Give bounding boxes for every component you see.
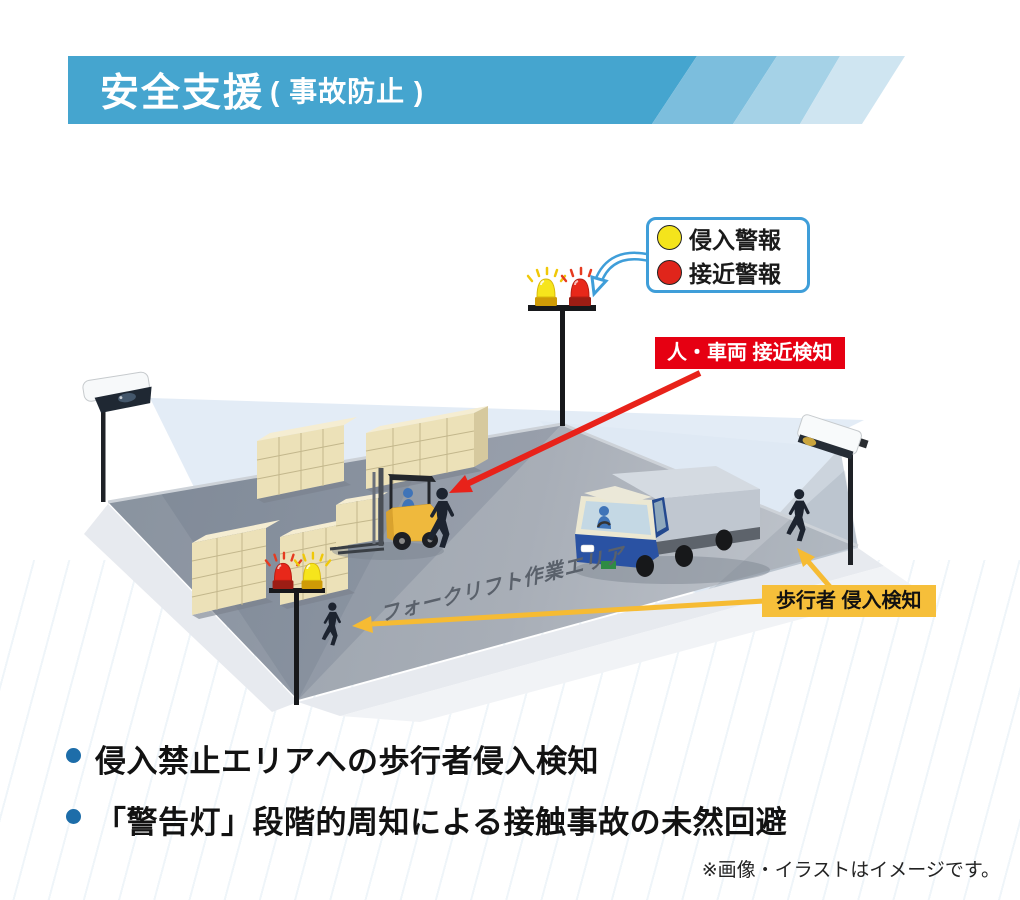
header-stripe-3: [800, 56, 905, 124]
approach-detection-label: 人・車両 接近検知: [655, 337, 845, 369]
truck-driver: [596, 506, 611, 529]
alarm-legend: 侵入警報 接近警報: [646, 217, 810, 293]
box-grid: [256, 429, 345, 495]
yellow-beacon-legend-icon: [657, 225, 682, 251]
legend-label: 侵入警報: [689, 226, 781, 253]
warning-light-pole-left: [264, 551, 332, 705]
page-title: 安全支援 ( 事故防止 ): [100, 56, 424, 124]
beacon-yellow-icon: [526, 266, 567, 308]
feature-bullets: 侵入禁止エリアへの歩行者侵入検知 「警告灯」段階的周知による接触事故の未然回避: [66, 736, 986, 858]
floor-outside-band-left: [84, 504, 298, 712]
legend-row-intrusion: 侵入警報: [657, 221, 807, 255]
box-grid: [191, 533, 267, 610]
floor-outside-band-right: [298, 548, 884, 716]
truck-license-plate: [601, 561, 616, 569]
pedestrian-arrow-up: [797, 548, 833, 590]
box-stack-a: [256, 417, 357, 503]
bullet-text: 「警告灯」段階的周知による接触事故の未然回避: [95, 805, 788, 840]
pedestrian-detection-label: 歩行者 侵入検知: [762, 585, 936, 617]
header-banner: [68, 56, 905, 124]
bullet-item: 侵入禁止エリアへの歩行者侵入検知: [66, 736, 986, 781]
page-title-sub: ( 事故防止 ): [270, 76, 425, 107]
floor-shadow-cone-right: [700, 470, 858, 600]
bullet-icon: [66, 748, 81, 763]
camera-right-icon: [797, 414, 869, 565]
legend-row-approach: 接近警報: [657, 255, 807, 289]
bullet-icon: [66, 809, 81, 824]
image-disclaimer: ※画像・イラストはイメージです。: [701, 860, 1000, 881]
camera-left-icon: [82, 371, 152, 502]
header-stripe-2: [733, 56, 840, 124]
bullet-item: 「警告灯」段階的周知による接触事故の未然回避: [66, 797, 986, 842]
forklift-icon: [329, 468, 444, 560]
page-title-main: 安全支援: [100, 72, 265, 115]
legend-label: 接近警報: [689, 261, 781, 288]
truck-headlight: [580, 544, 595, 553]
red-beacon-legend-icon: [657, 259, 682, 285]
bullet-text: 侵入禁止エリアへの歩行者侵入検知: [95, 744, 599, 779]
pedestrian-arrow-left: [352, 598, 765, 633]
warning-light-pole-top: [526, 266, 601, 426]
legend-callout-arrow: [590, 251, 652, 298]
approach-arrow: [449, 370, 702, 493]
box-grid: [365, 418, 475, 484]
truck-icon: [574, 466, 770, 584]
header-stripe-1: [652, 56, 777, 124]
box-stack-c: [191, 520, 280, 619]
